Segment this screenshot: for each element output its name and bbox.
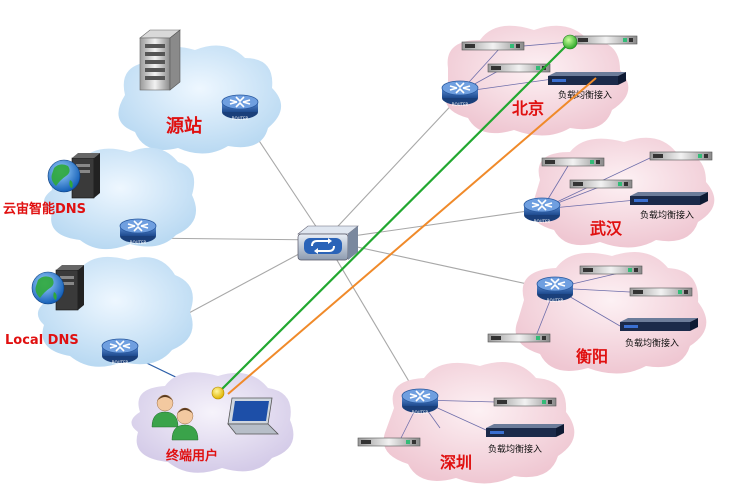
source-router-icon: ROUTER — [221, 94, 259, 121]
green-path-line — [217, 41, 571, 394]
router-label: ROUTER — [534, 219, 551, 224]
local-dns-router-icon: ROUTER — [101, 338, 139, 365]
orange-path-line — [227, 77, 597, 395]
hengyang-lb-icon — [620, 318, 698, 331]
hengyang-server-icon — [629, 287, 693, 297]
cloud-shenzhen — [383, 362, 575, 484]
wuhan-server-icon — [649, 151, 713, 161]
beijing-router-icon: ROUTER — [441, 80, 479, 107]
router-label: ROUTER — [130, 240, 147, 245]
label-local-dns: Local DNS — [5, 333, 79, 348]
shenzhen-lb-label: 负载均衡接入 — [488, 443, 542, 455]
wuhan-server-icon — [569, 179, 633, 189]
shenzhen-node: ROUTER 负载均衡接入 深圳 — [357, 388, 564, 472]
beijing-lb-label: 负载均衡接入 — [558, 89, 612, 101]
shenzhen-server-icon — [357, 437, 421, 447]
user-yellow-dot-icon — [211, 386, 225, 400]
wuhan-node: ROUTER 负载均衡接入 武汉 — [523, 151, 713, 238]
local-dns-globe-icon — [31, 264, 85, 311]
hengyang-server-icon — [579, 265, 643, 275]
router-label: ROUTER — [452, 102, 469, 107]
label-cloud-dns: 云宙智能DNS — [3, 201, 86, 217]
cloud-dns-router-icon: ROUTER — [119, 218, 157, 245]
router-label: ROUTER — [112, 360, 129, 365]
beijing-server-icon — [574, 35, 638, 45]
label-beijing: 北京 — [512, 99, 544, 118]
shenzhen-server-icon — [493, 397, 557, 407]
router-label: ROUTER — [232, 116, 249, 121]
beijing-lb-icon — [548, 72, 626, 85]
label-shenzhen: 深圳 — [440, 453, 472, 472]
router-label: ROUTER — [547, 298, 564, 303]
central-switch-icon — [297, 225, 359, 261]
source-server-icon — [139, 29, 181, 91]
shenzhen-router-icon: ROUTER — [401, 388, 439, 415]
label-wuhan: 武汉 — [590, 219, 623, 238]
cloud-end-user — [131, 372, 294, 473]
label-hengyang: 衡阳 — [576, 347, 608, 366]
router-label: ROUTER — [412, 410, 429, 415]
wuhan-router-icon: ROUTER — [523, 197, 561, 224]
wuhan-lb-label: 负载均衡接入 — [640, 209, 694, 221]
wuhan-server-icon — [541, 157, 605, 167]
hengyang-lb-label: 负载均衡接入 — [625, 337, 679, 349]
hengyang-router-icon: ROUTER — [536, 276, 574, 303]
beijing-green-dot-icon — [562, 34, 578, 50]
label-source: 源站 — [166, 115, 202, 137]
hengyang-node: ROUTER 负载均衡接入 衡阳 — [487, 265, 698, 366]
hengyang-server-icon — [487, 333, 551, 343]
label-end-user: 终端用户 — [166, 448, 218, 464]
cloud-beijing — [445, 25, 629, 136]
shenzhen-lb-icon — [486, 424, 564, 437]
wuhan-lb-icon — [630, 192, 708, 205]
beijing-server-icon — [461, 41, 525, 51]
